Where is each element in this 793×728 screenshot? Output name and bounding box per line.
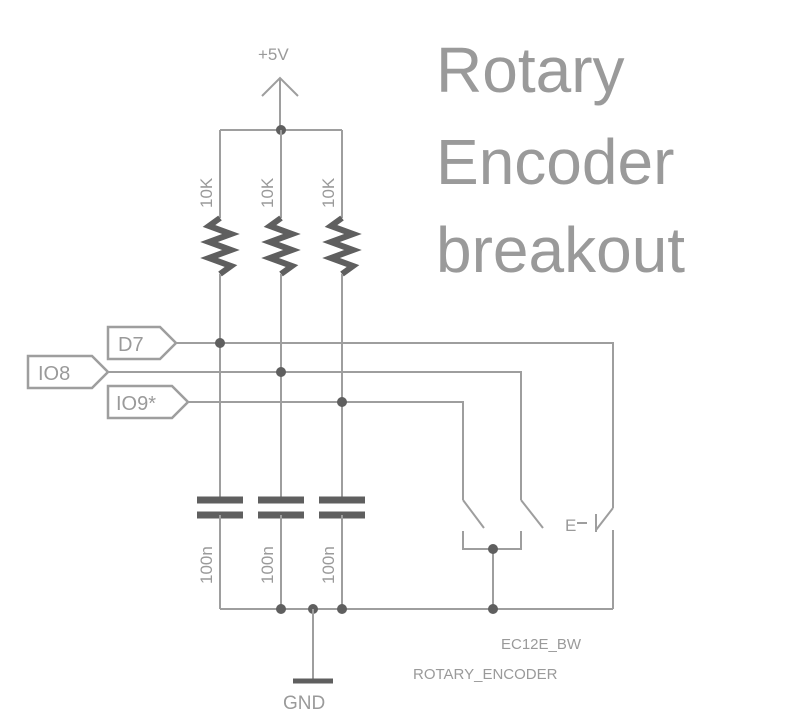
part-value: EC12E_BW xyxy=(501,636,582,653)
capacitor-c2-label: 100n xyxy=(258,546,277,584)
net-port-d7: D7 xyxy=(106,325,178,361)
resistor-r1: 10K xyxy=(197,177,240,277)
wire-io8 xyxy=(108,371,522,488)
ground-symbol: GND xyxy=(283,609,333,714)
part-name: ROTARY_ENCODER xyxy=(413,666,558,683)
junction-gnd-4 xyxy=(488,604,498,614)
encoder-switch-e-label: E xyxy=(565,516,576,535)
junction-io8 xyxy=(276,367,286,377)
junction-gnd-3 xyxy=(337,604,347,614)
resistor-r2: 10K xyxy=(258,177,301,277)
net-label-io8: IO8 xyxy=(38,363,70,385)
resistor-r2-label: 10K xyxy=(258,177,277,208)
encoder-switch-e: E xyxy=(565,507,614,609)
net-port-io8: IO8 xyxy=(26,354,110,390)
net-label-d7: D7 xyxy=(118,334,144,356)
junction-io9 xyxy=(337,397,347,407)
resistor-r3-label: 10K xyxy=(319,177,338,208)
supply-label: +5V xyxy=(258,45,289,64)
capacitor-c3-label: 100n xyxy=(319,546,338,584)
wire-d7 xyxy=(176,342,614,508)
ground-label: GND xyxy=(283,693,325,714)
title-line-2: Encoder xyxy=(436,126,674,198)
capacitor-c1-label: 100n xyxy=(197,546,216,584)
title-line-1: Rotary xyxy=(436,34,625,106)
supply-symbol: +5V xyxy=(258,45,299,130)
resistor-r3: 10K xyxy=(319,177,362,277)
encoder-switch-b xyxy=(493,488,544,550)
title-line-3: breakout xyxy=(436,214,685,286)
junction-gnd-1 xyxy=(276,604,286,614)
resistor-r1-label: 10K xyxy=(197,177,216,208)
net-label-io9: IO9* xyxy=(116,393,156,415)
wire-io9 xyxy=(188,401,464,488)
junction-encoder-common xyxy=(488,544,498,554)
junction-d7 xyxy=(215,338,225,348)
net-port-io9: IO9* xyxy=(106,384,190,420)
encoder-switch-a xyxy=(462,488,491,550)
